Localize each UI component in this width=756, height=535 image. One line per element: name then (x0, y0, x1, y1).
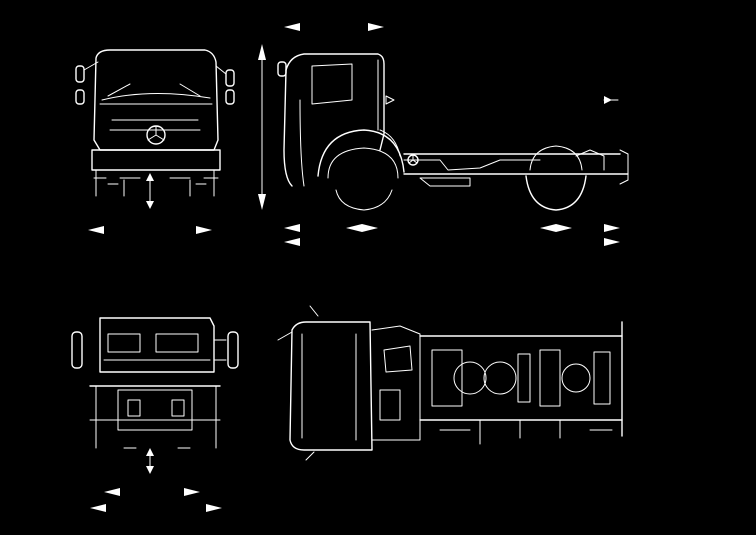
side-view (258, 23, 629, 246)
rear-view (71, 317, 239, 512)
three-pointed-star-emblem (146, 125, 166, 145)
front-view (75, 49, 235, 234)
top-view (277, 305, 623, 461)
